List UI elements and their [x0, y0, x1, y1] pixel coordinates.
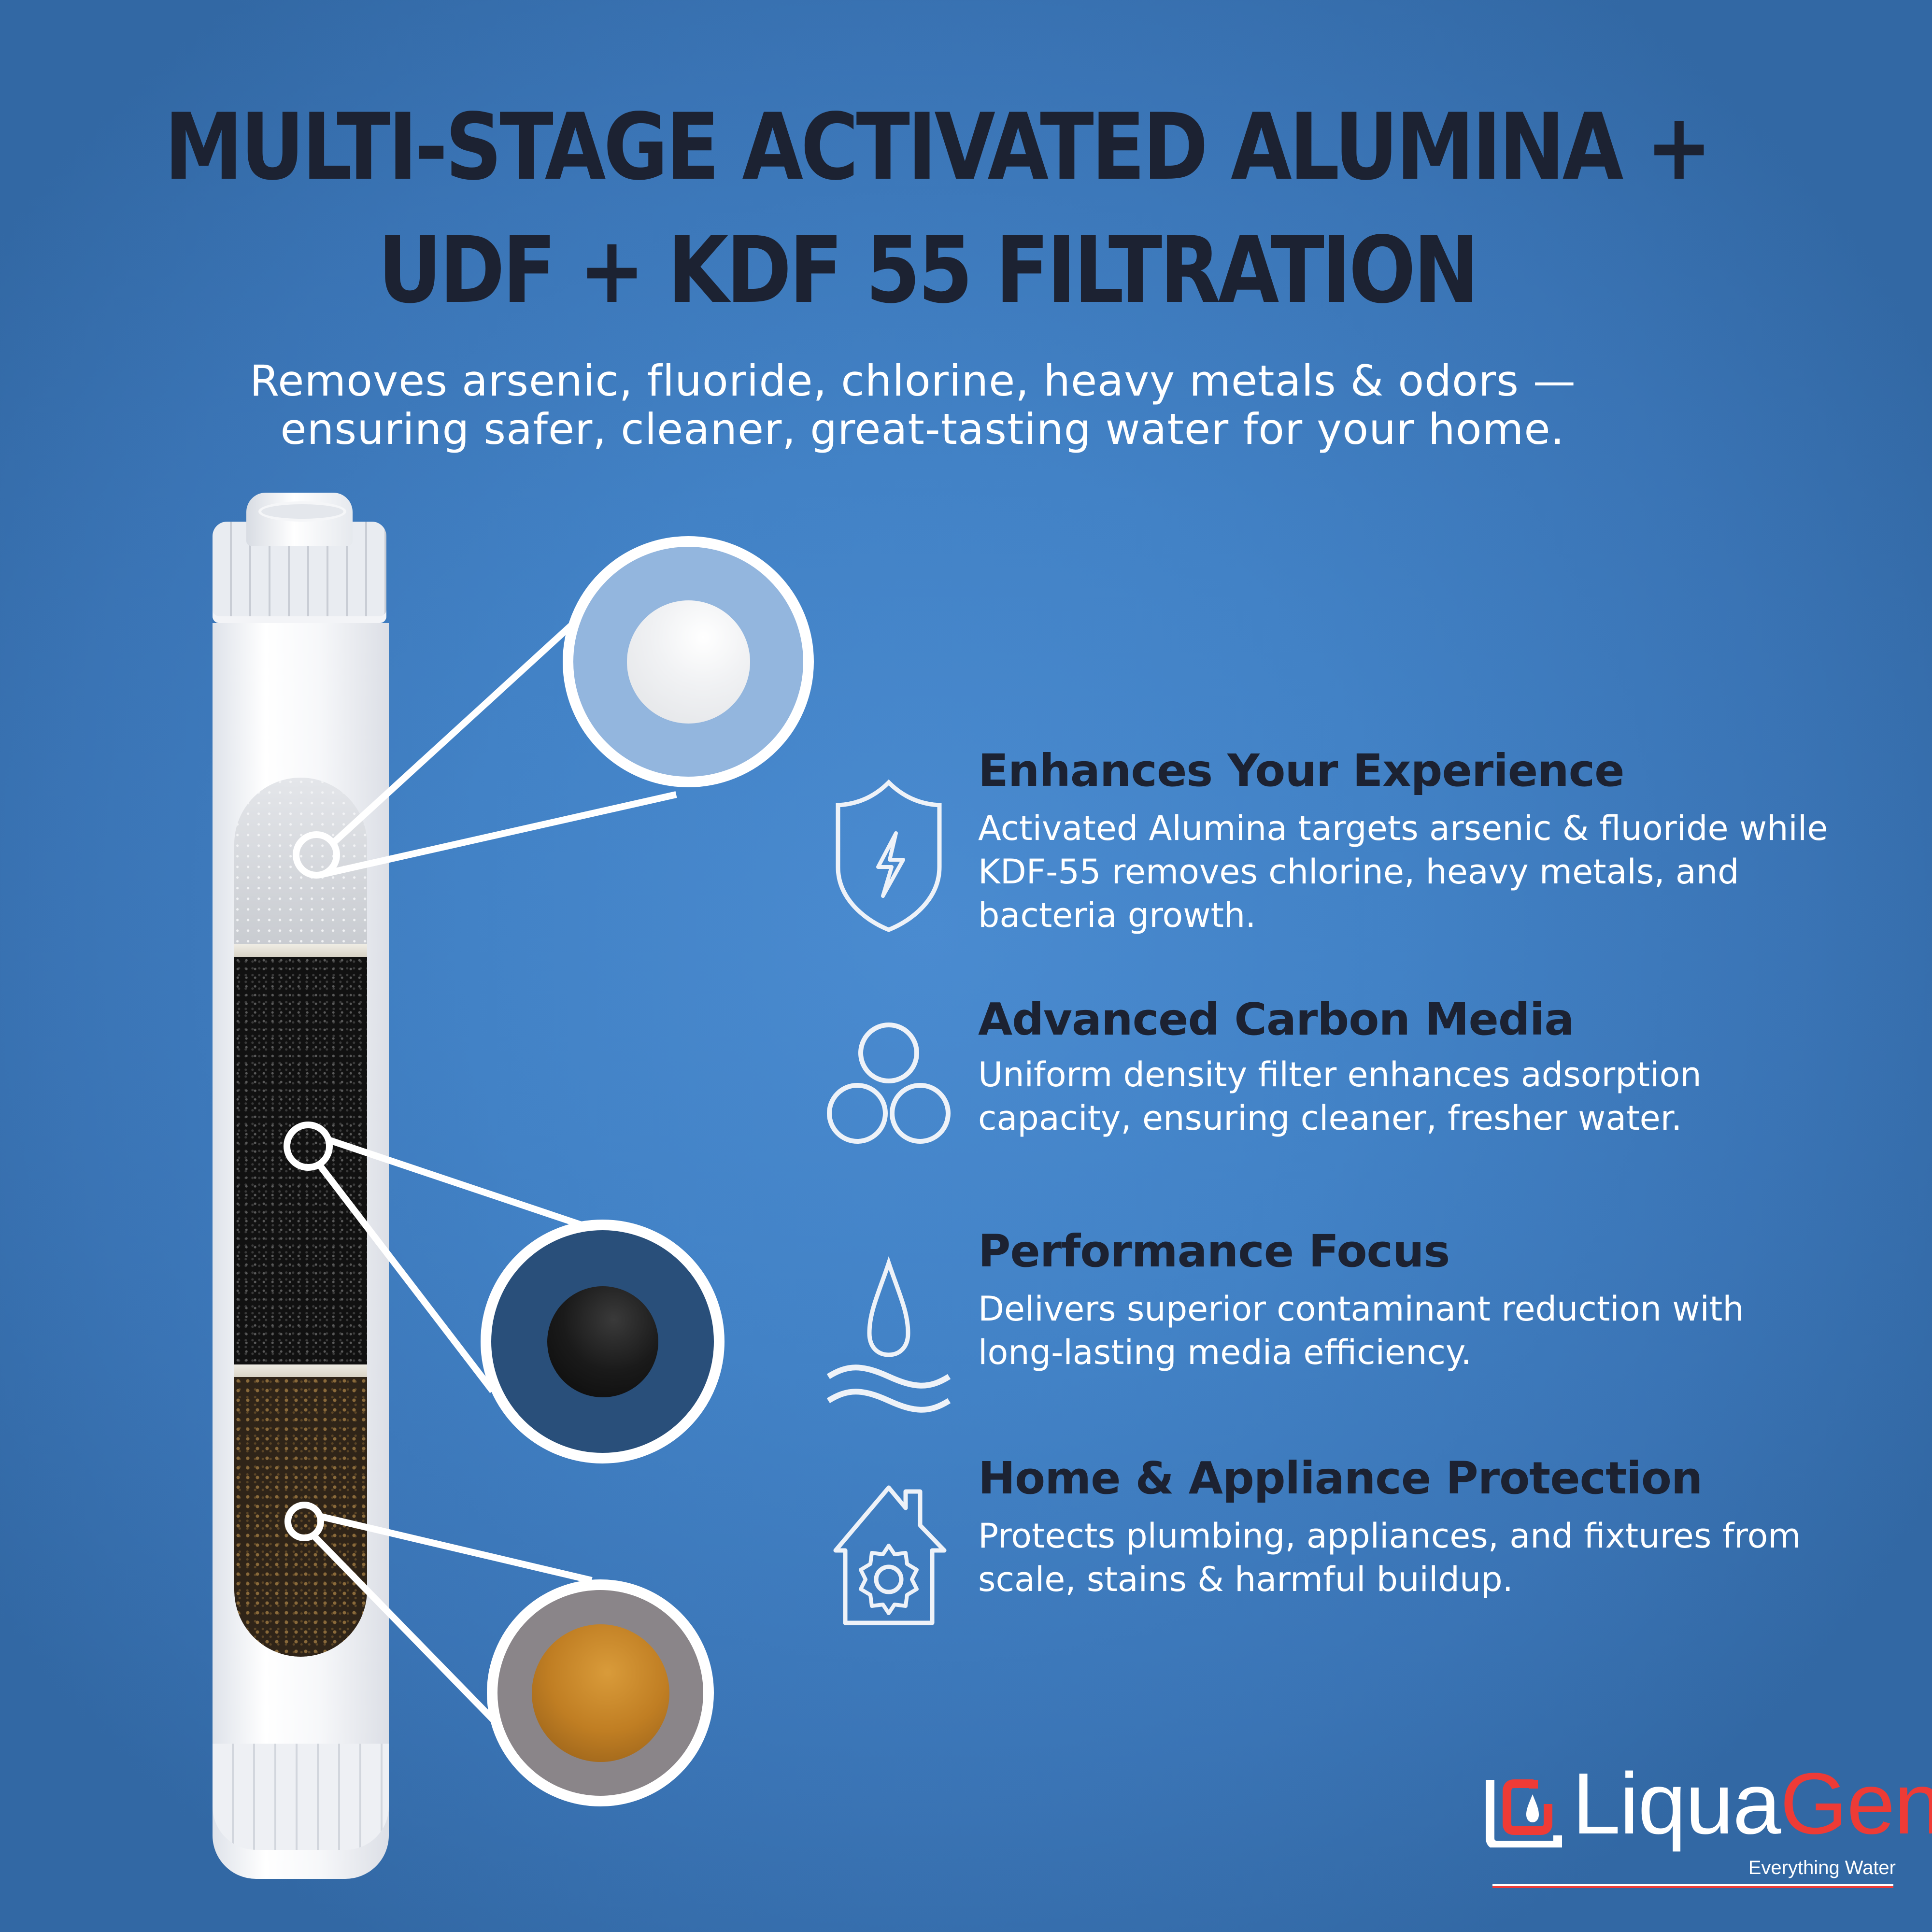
- shield-lightning-icon: [836, 779, 942, 932]
- cartridge-bottom-grip: [213, 1744, 389, 1850]
- feature-title: Performance Focus: [978, 1225, 1450, 1277]
- brand-name-liqua: Liqua: [1572, 1755, 1781, 1852]
- page-title-line-2: UDF + KDF 55 FILTRATION: [378, 217, 1479, 324]
- white-alumina-bead: [626, 600, 750, 724]
- brand-tagline: Everything Water: [1748, 1857, 1896, 1878]
- subtitle-line-1: Removes arsenic, fluoride, chlorine, hea…: [250, 356, 1576, 406]
- kdf-zoom-circle: [487, 1579, 714, 1806]
- house-gear-icon: [833, 1485, 947, 1625]
- three-circles-icon: [827, 1023, 951, 1144]
- carbon-zoom-circle: [481, 1220, 724, 1463]
- cartridge-outlet-ring: [258, 501, 346, 522]
- feature-line: Delivers superior contaminant reduction …: [978, 1289, 1744, 1329]
- subtitle-line-2: ensuring safer, cleaner, great-tasting w…: [280, 404, 1565, 454]
- feature-description: Delivers superior contaminant reduction …: [978, 1287, 1744, 1374]
- brand-name: LiquaGen: [1572, 1761, 1932, 1847]
- liquagen-logo: LiquaGen Everything Water: [1485, 1761, 1932, 1888]
- feature-line: scale, stains & harmful buildup.: [978, 1560, 1513, 1599]
- logo-underline-white: [1492, 1884, 1893, 1886]
- kdf-layer: [234, 1377, 367, 1657]
- feature-line: bacteria growth.: [978, 895, 1256, 935]
- feature-title: Home & Appliance Protection: [978, 1452, 1703, 1504]
- carbon-layer: [234, 957, 367, 1364]
- feature-line: long-lasting media efficiency.: [978, 1333, 1472, 1372]
- feature-line: capacity, ensuring cleaner, fresher wate…: [978, 1098, 1682, 1138]
- feature-line: Protects plumbing, appliances, and fixtu…: [978, 1516, 1801, 1556]
- feature-line: Uniform density filter enhances adsorpti…: [978, 1055, 1702, 1094]
- page-title-line-1: MULTI-STAGE ACTIVATED ALUMINA +: [164, 94, 1712, 200]
- logo-underline-red: [1492, 1886, 1893, 1888]
- feature-line: KDF-55 removes chlorine, heavy metals, a…: [978, 852, 1739, 892]
- liquagen-pipe-drop-icon: [1486, 1779, 1562, 1847]
- alumina-zoom-circle: [563, 536, 814, 787]
- feature-description: Uniform density filter enhances adsorpti…: [978, 1053, 1702, 1140]
- filter-cartridge-illustration: [193, 493, 411, 1884]
- black-carbon-bead: [547, 1286, 658, 1397]
- layer-separator: [234, 944, 367, 957]
- feature-description: Activated Alumina targets arsenic & fluo…: [978, 807, 1828, 937]
- layer-separator: [234, 1364, 367, 1377]
- feature-title: Enhances Your Experience: [978, 745, 1625, 796]
- cutaway-window: [234, 778, 367, 1657]
- alumina-layer: [234, 778, 367, 944]
- golden-kdf-bead: [531, 1624, 669, 1762]
- feature-line: Activated Alumina targets arsenic & fluo…: [978, 809, 1828, 848]
- water-drop-waves-icon: [826, 1256, 951, 1413]
- feature-title: Advanced Carbon Media: [978, 994, 1574, 1045]
- brand-name-gen: Gen: [1780, 1755, 1932, 1852]
- feature-description: Protects plumbing, appliances, and fixtu…: [978, 1514, 1801, 1601]
